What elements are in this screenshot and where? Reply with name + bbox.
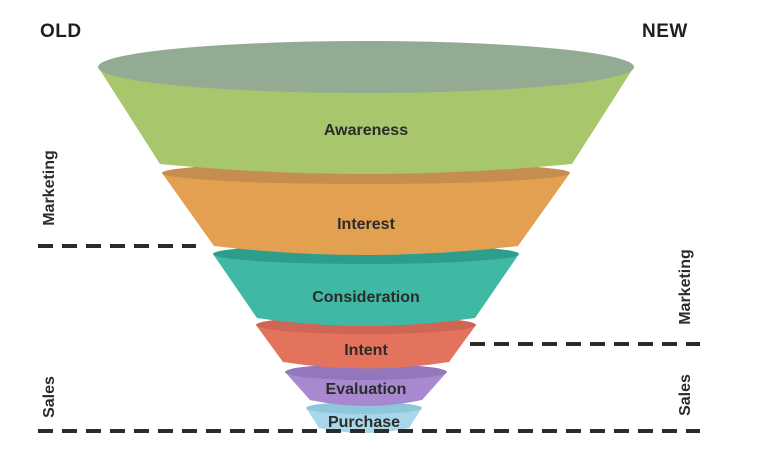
old-marketing-label: Marketing [41, 150, 58, 226]
stage-awareness-rim [98, 41, 634, 93]
stage-evaluation-rim [285, 364, 447, 380]
old-sales-label: Sales [41, 376, 58, 418]
stage-awareness-body [98, 67, 634, 174]
stage-consideration-body [213, 245, 519, 326]
stage-label-interest: Interest [337, 216, 395, 233]
stage-label-intent: Intent [344, 342, 388, 359]
new-heading: NEW [642, 21, 688, 42]
stage-awareness: Awareness [98, 41, 634, 174]
new-sales-label: Sales [677, 374, 694, 416]
stage-label-consideration: Consideration [312, 289, 420, 306]
stage-label-purchase: Purchase [328, 414, 400, 431]
stage-consideration: Consideration [213, 244, 519, 326]
stage-purchase-rim [306, 402, 422, 414]
stage-interest: Interest [162, 162, 570, 255]
stage-purchase: Purchase [306, 402, 422, 433]
stage-evaluation: Evaluation [285, 364, 447, 406]
stage-interest-body [162, 162, 570, 255]
stage-label-awareness: Awareness [324, 122, 408, 139]
new-marketing-label: Marketing [677, 249, 694, 325]
old-heading: OLD [40, 21, 82, 42]
stage-label-evaluation: Evaluation [326, 381, 407, 398]
